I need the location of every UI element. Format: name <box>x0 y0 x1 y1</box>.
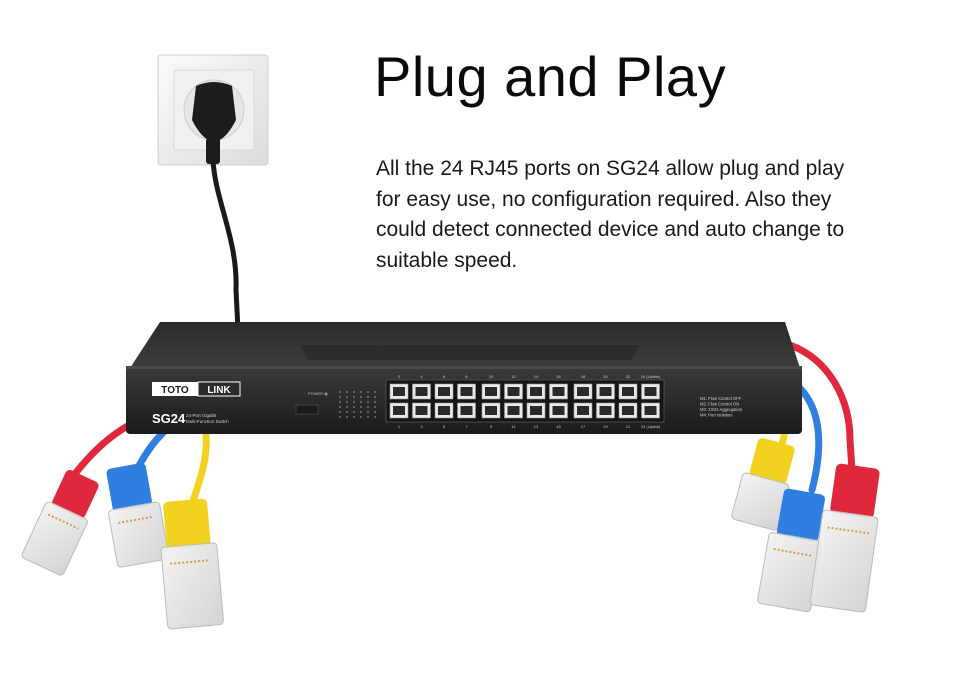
brand-left-text: TOTO <box>161 385 189 396</box>
port-number-bottom: 1 <box>398 424 401 429</box>
power-label: POWER <box>308 391 323 396</box>
port-number-top: 8 <box>465 374 468 379</box>
port-number-bottom: 13 <box>534 424 539 429</box>
port-number-bottom: 19 <box>603 424 608 429</box>
mode-legend-item: M1: Flow Control OFF <box>700 396 742 401</box>
port-number-bottom: 23 (Uplink) <box>641 424 661 429</box>
right-cables <box>731 341 880 613</box>
mode-legend-item: M4: Port Isolation <box>700 413 733 418</box>
port-number-bottom: 17 <box>581 424 586 429</box>
mode-legend-item: M2: Flow Control ON <box>700 402 739 407</box>
power-cable <box>210 157 241 333</box>
led-grid <box>339 391 376 418</box>
model-subtitle-2: Multi-Function Switch <box>186 419 229 424</box>
description: All the 24 RJ45 ports on SG24 allow plug… <box>376 157 845 272</box>
port-number-top: 24 (Uplink) <box>641 374 661 379</box>
port-number-bottom: 7 <box>465 424 468 429</box>
port-number-top: 12 <box>511 374 516 379</box>
port-number-top: 16 <box>556 374 561 379</box>
mode-legend-item: M3: 23/24 Aggregation <box>700 407 743 412</box>
model-label: SG24 <box>152 411 186 426</box>
port-number-top: 2 <box>398 374 401 379</box>
brand-logo: TOTO LINK <box>152 381 241 397</box>
model-subtitle-1: 24-Port Gigabit <box>186 413 217 418</box>
headline: Plug and Play <box>374 45 727 108</box>
port-number-top: 20 <box>603 374 608 379</box>
port-number-top: 10 <box>489 374 494 379</box>
left-cables <box>21 406 224 630</box>
port-number-bottom: 3 <box>420 424 423 429</box>
port-number-bottom: 9 <box>490 424 493 429</box>
port-number-top: 18 <box>581 374 586 379</box>
port-number-top: 14 <box>534 374 539 379</box>
port-number-bottom: 5 <box>443 424 446 429</box>
brand-right-text: LINK <box>207 385 231 396</box>
port-number-bottom: 11 <box>511 424 516 429</box>
wall-socket <box>157 54 269 166</box>
port-number-top: 6 <box>443 374 446 379</box>
network-switch: TOTO LINK SG24 24-Port Gigabit Multi-Fun… <box>126 322 802 434</box>
port-number-top: 4 <box>420 374 423 379</box>
port-number-top: 22 <box>626 374 631 379</box>
port-number-bottom: 21 <box>626 424 631 429</box>
port-number-bottom: 15 <box>556 424 561 429</box>
